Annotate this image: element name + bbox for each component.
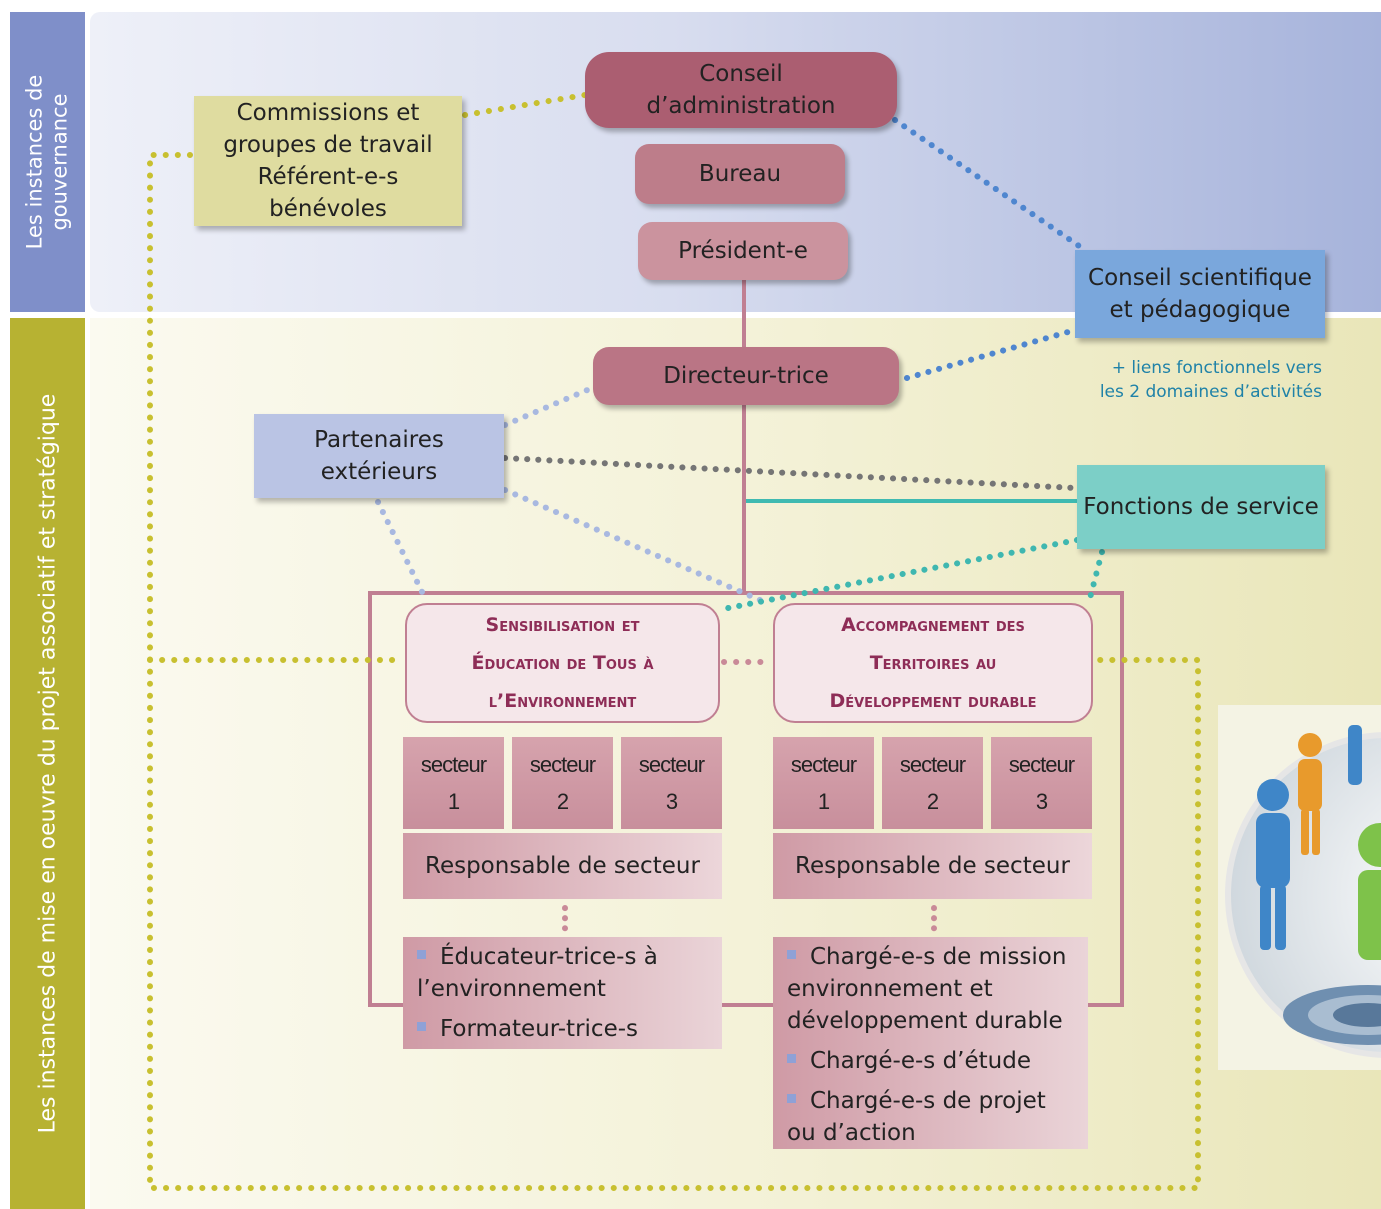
- note-line2: les 2 domaines d’activités: [1099, 382, 1322, 402]
- domain2-responsable: Responsable de secteur: [773, 833, 1092, 899]
- functional-links-note: + liens fonctionnels vers les 2 domaines…: [1040, 356, 1322, 404]
- commissions-frame-dots: [147, 152, 1201, 1191]
- role-line: Formateur-trice-s: [440, 1016, 639, 1042]
- role-item-cont: développement durable: [787, 1005, 1078, 1037]
- partenaires-dots: [502, 385, 595, 428]
- square-bullet-icon: [787, 950, 796, 959]
- sector-number: 1: [817, 789, 830, 814]
- domain1-sector-2: secteur 2: [512, 737, 613, 829]
- conseil-line1: Conseil: [699, 61, 783, 87]
- sector-number: 3: [1035, 789, 1048, 814]
- role-line: environnement et: [787, 976, 993, 1002]
- sector-label: secteur: [420, 752, 487, 777]
- sector-label: secteur: [790, 752, 857, 777]
- people-target-svg: [1225, 725, 1381, 1058]
- role-item: Chargé-e-s de mission: [787, 941, 1078, 973]
- governance-sidebar: Les instances de gouvernance: [10, 12, 85, 312]
- domain-accompagnement-header: Accompagnement des Territoires au Dévelo…: [773, 603, 1093, 723]
- directeur-label: Directeur-trice: [663, 363, 829, 389]
- sector-number: 2: [556, 789, 569, 814]
- sector-number: 3: [665, 789, 678, 814]
- domain2-sector-2: secteur 2: [882, 737, 983, 829]
- partenaires-line2: extérieurs: [320, 459, 438, 485]
- bureau-label: Bureau: [698, 161, 782, 187]
- domain1-title-line2: Éducation de Tous à: [471, 652, 654, 674]
- partenaires-box: Partenaires extérieurs: [254, 414, 504, 498]
- square-bullet-icon: [787, 1054, 796, 1063]
- role-item: Chargé-e-s de projet: [787, 1085, 1078, 1117]
- role-item: Éducateur-trice-s à: [417, 941, 712, 973]
- responsable-label: Responsable de secteur: [425, 853, 700, 879]
- sector-label: secteur: [638, 752, 705, 777]
- domain2-roles: Chargé-e-s de mission environnement et d…: [773, 937, 1088, 1149]
- square-bullet-icon: [417, 950, 426, 959]
- president-label: Président-e: [678, 238, 808, 264]
- partenaires-line1: Partenaires: [314, 427, 444, 453]
- domain1-sector-1: secteur 1: [403, 737, 504, 829]
- commissions-line1: Commissions et: [236, 100, 420, 126]
- role-item: Formateur-trice-s: [417, 1013, 712, 1045]
- commissions-line3: Référent-e-s: [257, 164, 399, 190]
- domain-sensibilisation-header: Sensibilisation et Éducation de Tous à l…: [405, 603, 720, 723]
- domain2-sector-1: secteur 1: [773, 737, 874, 829]
- president-box: Président-e: [638, 222, 848, 280]
- people-target-illustration: [1218, 705, 1381, 1070]
- conseil-administration-box: Conseil d’administration: [585, 52, 897, 128]
- fonctions-service-box: Fonctions de service: [1077, 465, 1325, 549]
- domain1-title-line3: l’Environnement: [488, 690, 637, 712]
- note-line1: + liens fonctionnels vers: [1111, 358, 1322, 378]
- person-figure-icon: [1256, 779, 1290, 950]
- domain1-responsable: Responsable de secteur: [403, 833, 722, 899]
- role-item-cont: environnement et: [787, 973, 1078, 1005]
- role-line: développement durable: [787, 1008, 1063, 1034]
- sector-label: secteur: [899, 752, 966, 777]
- domain2-title-line1: Accompagnement des: [841, 614, 1025, 636]
- domain1-title-line1: Sensibilisation et: [485, 614, 640, 636]
- domain1-roles: Éducateur-trice-s à l’environnement Form…: [403, 937, 722, 1049]
- service-domains-dots: [715, 537, 1080, 613]
- domain1-sector-3: secteur 3: [621, 737, 722, 829]
- conseil-scientifique-box: Conseil scientifique et pédagogique: [1075, 250, 1325, 338]
- fonctions-service-label: Fonctions de service: [1083, 494, 1319, 520]
- partenaires-service-dots: [502, 455, 1078, 491]
- role-line: Éducateur-trice-s à: [440, 944, 658, 970]
- domains-bracket: [368, 591, 1124, 1007]
- directeur-box: Directeur-trice: [593, 347, 899, 405]
- domain2-sector-3: secteur 3: [991, 737, 1092, 829]
- sector-number: 1: [447, 789, 460, 814]
- role-line: Chargé-e-s de mission: [810, 944, 1067, 970]
- conseil-scientifique-line2: et pédagogique: [1109, 297, 1291, 323]
- role-item-cont: ou d’action: [787, 1117, 1078, 1149]
- commissions-line4: bénévoles: [269, 196, 387, 222]
- conseil-line2: d’administration: [646, 93, 836, 119]
- sector-number: 2: [926, 789, 939, 814]
- role-line: ou d’action: [787, 1120, 916, 1146]
- sector-label: secteur: [1008, 752, 1075, 777]
- commissions-box: Commissions et groupes de travail Référe…: [194, 96, 462, 226]
- scientifique-dots: [892, 117, 1085, 251]
- bureau-box: Bureau: [635, 144, 845, 204]
- sector-label: secteur: [529, 752, 596, 777]
- domain2-title-line3: Développement durable: [829, 690, 1037, 712]
- role-item-cont: l’environnement: [417, 973, 712, 1005]
- commissions-line2: groupes de travail: [223, 132, 433, 158]
- operations-sidebar: Les instances de mise en oeuvre du proje…: [10, 318, 85, 1209]
- square-bullet-icon: [787, 1094, 796, 1103]
- role-line: Chargé-e-s d’étude: [810, 1048, 1031, 1074]
- responsable-label: Responsable de secteur: [795, 853, 1070, 879]
- role-line: Chargé-e-s de projet: [810, 1088, 1046, 1114]
- domain2-title-line2: Territoires au: [869, 652, 997, 674]
- role-line: l’environnement: [417, 976, 606, 1002]
- conseil-scientifique-line1: Conseil scientifique: [1088, 265, 1312, 291]
- role-item: Chargé-e-s d’étude: [787, 1045, 1078, 1077]
- square-bullet-icon: [417, 1022, 426, 1031]
